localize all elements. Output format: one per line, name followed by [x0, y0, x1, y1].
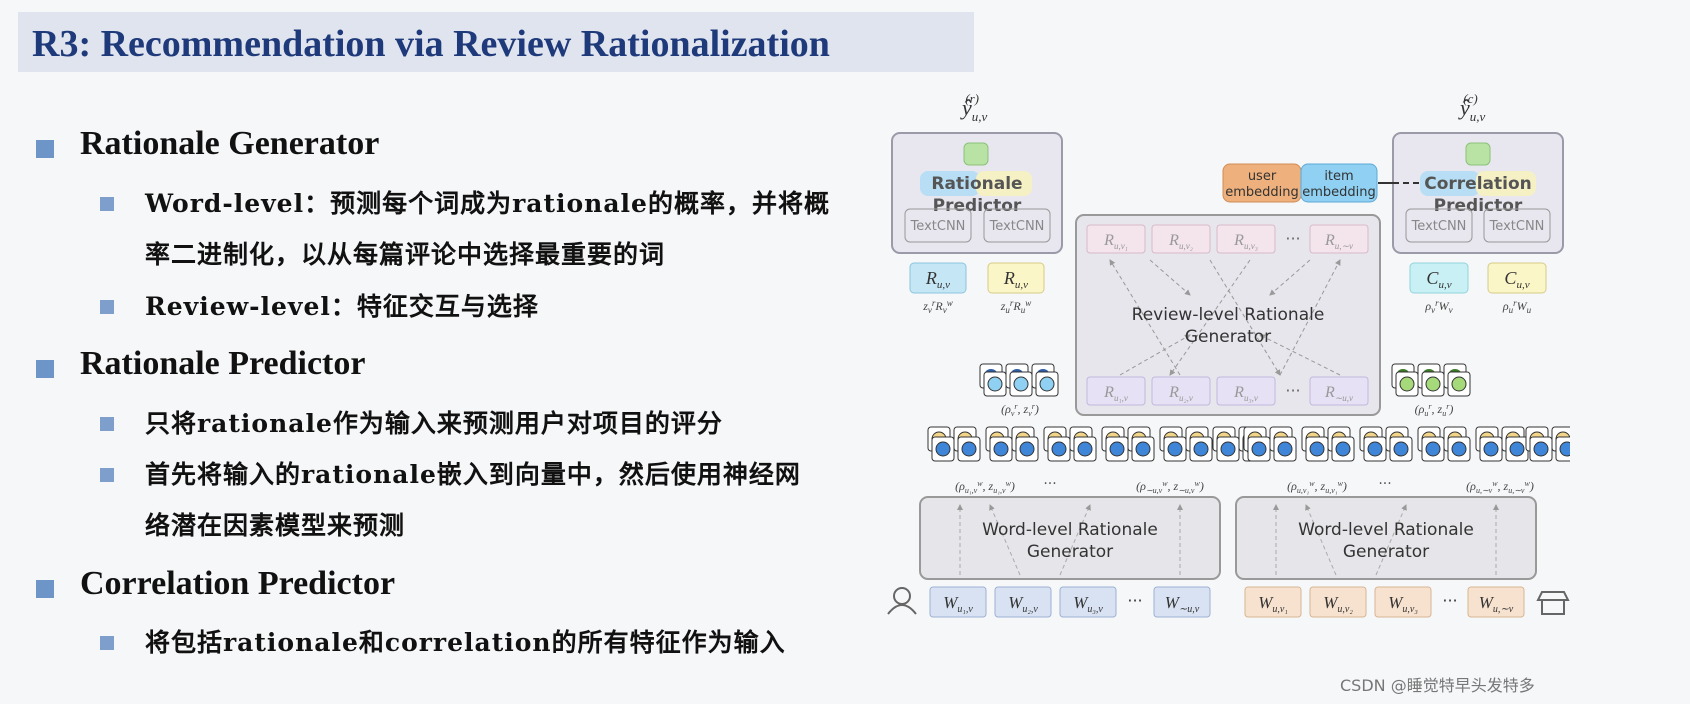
svg-text:Ru,v: Ru,v	[1003, 268, 1028, 291]
word-level-right-embeddings	[1243, 426, 1570, 462]
user-icon	[887, 587, 917, 615]
textcnn-label: TextCNN	[910, 219, 966, 234]
svg-text:(ρ∼u,vw, z∼u,vw): (ρ∼u,vw, z∼u,vw)	[1136, 479, 1204, 495]
svg-text:item: item	[1324, 169, 1353, 184]
svg-text:Cu,v: Cu,v	[1504, 268, 1529, 291]
svg-text:zvrRvw: zvrRvw	[922, 298, 953, 315]
bullet-square	[36, 580, 54, 598]
bullet-square	[36, 360, 54, 378]
sub-bullet-continuation: 络潜在因素模型来预测	[145, 511, 406, 540]
bullet-label: Correlation Predictor	[80, 565, 396, 602]
svg-text:Generator: Generator	[1343, 542, 1429, 562]
user-rationale-embedding-stack: (ρvr, zvr)	[979, 363, 1059, 418]
svg-text:···: ···	[1442, 591, 1457, 610]
svg-text:zurRuw: zurRuw	[1000, 298, 1032, 315]
svg-text:···: ···	[1285, 381, 1300, 400]
rationale-input-r-item: Ru,v zurRuw	[987, 262, 1045, 315]
word-inputs-item: Wu,v₁ Wu,v₂ Wu,v₃ ··· Wu,∼v	[1244, 586, 1525, 618]
sub-bullet-continuation: 率二进制化，以从每篇评论中选择最重要的词	[145, 240, 666, 269]
svg-text:(ρu,v₁w, zu,v₁w): (ρu,v₁w, zu,v₁w)	[1287, 479, 1347, 495]
output-rating-right: ŷu,v(c)	[1458, 91, 1486, 124]
rationale-input-r-user: Ru,v zvrRvw	[909, 262, 967, 315]
correlation-input-c-user: Cu,v ρvrWv	[1409, 262, 1469, 315]
svg-text:(ρu₁,vw, zu₁,vw): (ρu₁,vw, zu₁,vw)	[955, 479, 1015, 495]
svg-text:···: ···	[1127, 591, 1142, 610]
sub-bullet-square	[100, 197, 114, 211]
correlation-predictor-box: Correlation Predictor TextCNN TextCNN	[1392, 132, 1564, 254]
sub-bullet-square	[100, 300, 114, 314]
item-embedding: item embedding	[1300, 163, 1378, 203]
sub-bullet-square	[100, 417, 114, 431]
sub-bullet-text: Review-level：特征交互与选择	[145, 292, 539, 321]
user-embedding: user embedding	[1222, 163, 1302, 203]
item-rationale-embedding-stack: (ρur, zur)	[1391, 363, 1471, 418]
svg-text:embedding: embedding	[1225, 185, 1299, 200]
correlation-predictor-label-2: Predictor	[1434, 196, 1523, 216]
output-rating-left: ŷu,v(r)	[960, 91, 988, 124]
textcnn-label: TextCNN	[989, 219, 1045, 234]
svg-text:Word-level Rationale: Word-level Rationale	[1298, 520, 1474, 540]
svg-text:Word-level Rationale: Word-level Rationale	[982, 520, 1158, 540]
review-level-label-2: Generator	[1185, 327, 1271, 347]
correlation-input-c-item: Cu,v ρurWu	[1487, 262, 1547, 315]
svg-text:···: ···	[1043, 476, 1056, 492]
word-inputs-user: Wu₁,v Wu₂,v Wu₃,v ··· W∼u,v	[929, 586, 1211, 618]
watermark: CSDN @睡觉特早头发特多	[1340, 676, 1535, 695]
sub-bullet-text: Word-level：预测每个词成为rationale的概率，并将概	[145, 189, 830, 218]
svg-text:embedding: embedding	[1302, 185, 1376, 200]
svg-text:···: ···	[1285, 229, 1300, 248]
textcnn-label: TextCNN	[1489, 219, 1545, 234]
svg-text:ρvrWv: ρvrWv	[1424, 298, 1452, 315]
correlation-predictor-label-1: Correlation	[1424, 174, 1532, 194]
svg-text:Generator: Generator	[1027, 542, 1113, 562]
rationale-predictor-box: Rationale Predictor TextCNN TextCNN	[891, 132, 1063, 254]
sub-bullet-text: 只将rationale作为输入来预测用户对项目的评分	[145, 409, 723, 438]
sub-bullet-text: 将包括rationale和correlation的所有特征作为输入	[145, 628, 786, 657]
title-bar: R3: Recommendation via Review Rationaliz…	[18, 12, 974, 72]
bullet-square	[36, 140, 54, 158]
review-level-generator: Ru,v₁ Ru,v₂ Ru,v₃ ··· Ru,∼v Ru₁,v Ru₂,v …	[1075, 214, 1381, 416]
slide-title: R3: Recommendation via Review Rationaliz…	[32, 23, 830, 65]
sub-bullet-text: 首先将输入的rationale嵌入到向量中，然后使用神经网	[145, 460, 801, 489]
shop-icon	[1536, 591, 1570, 615]
textcnn-label: TextCNN	[1411, 219, 1467, 234]
svg-text:(ρu,∼vw, zu,∼vw): (ρu,∼vw, zu,∼vw)	[1466, 479, 1534, 495]
svg-text:ρurWu: ρurWu	[1502, 298, 1532, 315]
bullet-label: Rationale Predictor	[80, 345, 366, 382]
svg-text:(ρvr, zvr): (ρvr, zvr)	[1001, 402, 1039, 418]
rationale-predictor-label-2: Predictor	[933, 196, 1022, 216]
architecture-diagram: ŷu,v(r) ŷu,v(c) Rationale Predictor Text…	[887, 91, 1570, 618]
svg-text:Ru,v: Ru,v	[925, 268, 950, 291]
sub-bullet-square	[100, 636, 114, 650]
word-level-generator-left: Word-level Rationale Generator	[919, 496, 1221, 580]
bullet-label: Rationale Generator	[80, 125, 380, 162]
word-level-generator-right: Word-level Rationale Generator	[1235, 496, 1537, 580]
svg-text:···: ···	[1378, 476, 1391, 492]
svg-text:Cu,v: Cu,v	[1426, 268, 1451, 291]
svg-text:user: user	[1248, 169, 1277, 184]
rationale-predictor-label-1: Rationale	[931, 174, 1022, 194]
svg-text:(ρur, zur): (ρur, zur)	[1415, 402, 1454, 418]
review-level-label-1: Review-level Rationale	[1132, 305, 1325, 325]
sub-bullet-square	[100, 468, 114, 482]
word-level-left-embeddings	[927, 426, 1266, 462]
